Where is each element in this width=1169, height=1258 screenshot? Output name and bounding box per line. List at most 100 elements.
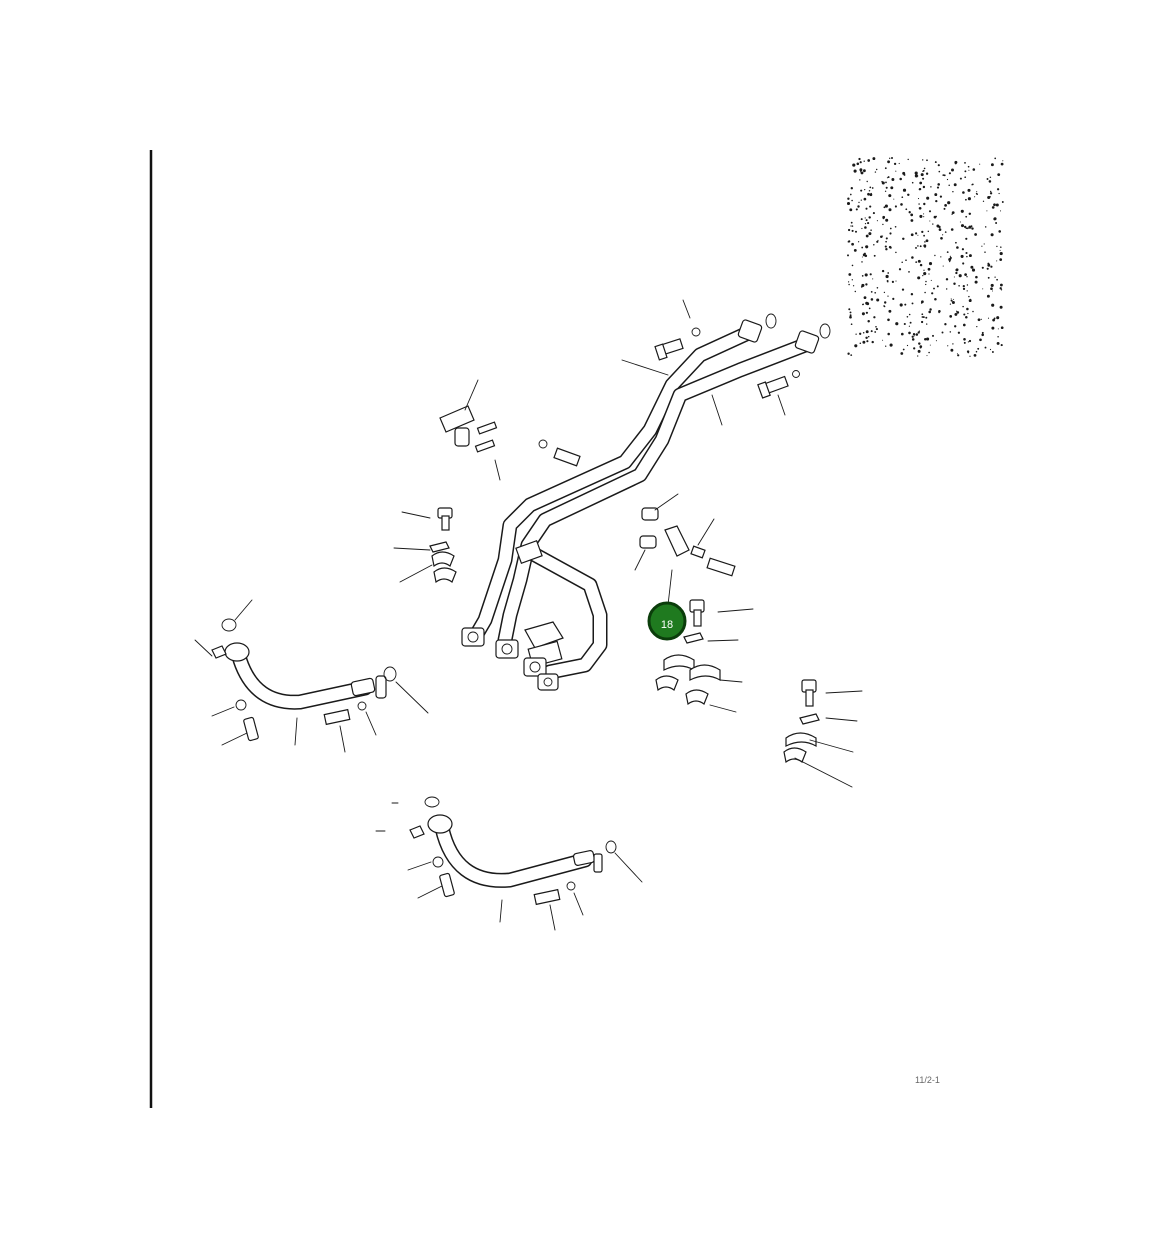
valve-stipple-dot: [995, 222, 998, 224]
valve-stipple-dot: [948, 184, 950, 186]
valve-stipple-dot: [860, 189, 863, 192]
valve-stipple-dot: [933, 287, 935, 290]
valve-stipple-dot: [991, 326, 995, 330]
valve-stipple-dot: [935, 199, 938, 203]
valve-stipple-dot: [867, 320, 870, 323]
valve-stipple-dot: [875, 325, 877, 328]
valve-stipple-dot: [939, 195, 943, 198]
valve-stipple-dot: [997, 328, 999, 330]
valve-stipple-dot: [861, 256, 863, 258]
valve-stipple-dot: [941, 331, 944, 334]
valve-stipple-dot: [859, 332, 862, 335]
valve-stipple-dot: [885, 274, 889, 279]
valve-stipple-dot: [962, 323, 966, 327]
callout-circle[interactable]: [647, 601, 687, 641]
valve-stipple-dot: [923, 272, 927, 276]
valve-stipple-dot: [894, 225, 897, 228]
valve-stipple-dot: [850, 354, 853, 356]
valve-stipple-dot: [979, 338, 982, 342]
valve-stipple-dot: [851, 279, 853, 281]
valve-stipple-dot: [923, 216, 925, 218]
valve-stipple-dot: [861, 275, 864, 277]
valve-stipple-dot: [930, 186, 932, 188]
valve-stipple-dot: [862, 332, 865, 334]
valve-stipple-dot: [917, 331, 920, 334]
valve-stipple-dot: [963, 313, 966, 316]
valve-stipple-dot: [861, 227, 863, 230]
valve-stipple-dot: [917, 245, 919, 247]
valve-stipple-dot: [899, 303, 903, 307]
valve-stipple-dot: [950, 299, 953, 302]
valve-stipple-dot: [961, 248, 965, 251]
valve-stipple-dot: [902, 188, 907, 192]
valve-stipple-dot: [921, 313, 924, 316]
valve-stipple-dot: [960, 254, 964, 258]
valve-stipple-dot: [923, 245, 927, 248]
valve-stipple-dot: [865, 207, 868, 210]
valve-stipple-dot: [876, 220, 878, 222]
valve-stipple-dot: [903, 322, 906, 326]
valve-stipple-dot: [993, 217, 997, 221]
valve-stipple-dot: [922, 170, 924, 172]
valve-stipple-dot: [864, 226, 867, 229]
valve-stipple-dot: [911, 256, 914, 259]
valve-stipple-dot: [899, 177, 902, 181]
valve-stipple-dot: [996, 245, 998, 248]
valve-stipple-dot: [996, 260, 998, 262]
valve-stipple-dot: [895, 280, 897, 282]
valve-stipple-dot: [966, 307, 969, 311]
valve-stipple-dot: [920, 320, 924, 324]
valve-stipple-dot: [949, 303, 952, 305]
valve-stipple-dot: [858, 201, 860, 204]
valve-stipple-dot: [876, 287, 879, 289]
valve-stipple-dot: [996, 188, 1000, 191]
valve-stipple-dot: [960, 224, 965, 228]
valve-stipple-dot: [912, 333, 916, 336]
valve-stipple-dot: [926, 337, 930, 341]
valve-stipple-dot: [1001, 201, 1004, 203]
valve-stipple-dot: [954, 162, 957, 165]
valve-stipple-dot: [944, 231, 947, 233]
valve-stipple-dot: [901, 288, 905, 291]
valve-stipple-dot: [922, 177, 925, 180]
valve-stipple-dot: [990, 163, 994, 167]
valve-stipple-dot: [990, 287, 993, 291]
valve-stipple-dot: [864, 222, 867, 225]
valve-stipple-dot: [889, 232, 892, 235]
valve-stipple-dot: [999, 287, 1002, 290]
valve-stipple-dot: [926, 323, 928, 325]
valve-stipple-dot: [883, 206, 886, 209]
valve-stipple-dot: [887, 318, 890, 322]
valve-stipple-dot: [992, 290, 993, 292]
valve-stipple-dot: [923, 213, 925, 215]
valve-stipple-dot: [918, 203, 920, 205]
valve-stipple-dot: [981, 331, 984, 334]
valve-stipple-dot: [964, 225, 967, 229]
valve-stipple-dot: [866, 340, 869, 343]
valve-stipple-dot: [914, 171, 918, 175]
valve-stipple-dot: [889, 157, 891, 159]
valve-stipple-dot: [996, 278, 998, 281]
valve-stipple-dot: [990, 233, 994, 237]
valve-stipple-dot: [851, 229, 854, 232]
valve-stipple-dot: [959, 221, 961, 223]
valve-stipple-dot: [910, 213, 914, 217]
valve-stipple-dot: [865, 283, 868, 286]
valve-stipple-dot: [968, 295, 970, 298]
valve-stipple-dot: [967, 312, 969, 315]
valve-stipple-dot: [994, 276, 996, 278]
valve-stipple-dot: [986, 294, 990, 298]
valve-stipple-dot: [884, 245, 887, 248]
valve-stipple-dot: [910, 219, 914, 222]
drawing-reference: 11/2-1: [915, 1075, 940, 1085]
valve-stipple-dot: [942, 265, 944, 267]
valve-stipple-dot: [887, 176, 890, 179]
valve-stipple-dot: [989, 192, 993, 195]
valve-stipple-dot: [917, 234, 919, 236]
valve-stipple-dot: [847, 254, 849, 257]
valve-stipple-dot: [902, 237, 905, 241]
valve-stipple-dot: [990, 190, 992, 193]
valve-stipple-dot: [949, 331, 952, 333]
callout-marker-18[interactable]: 18: [647, 601, 687, 641]
